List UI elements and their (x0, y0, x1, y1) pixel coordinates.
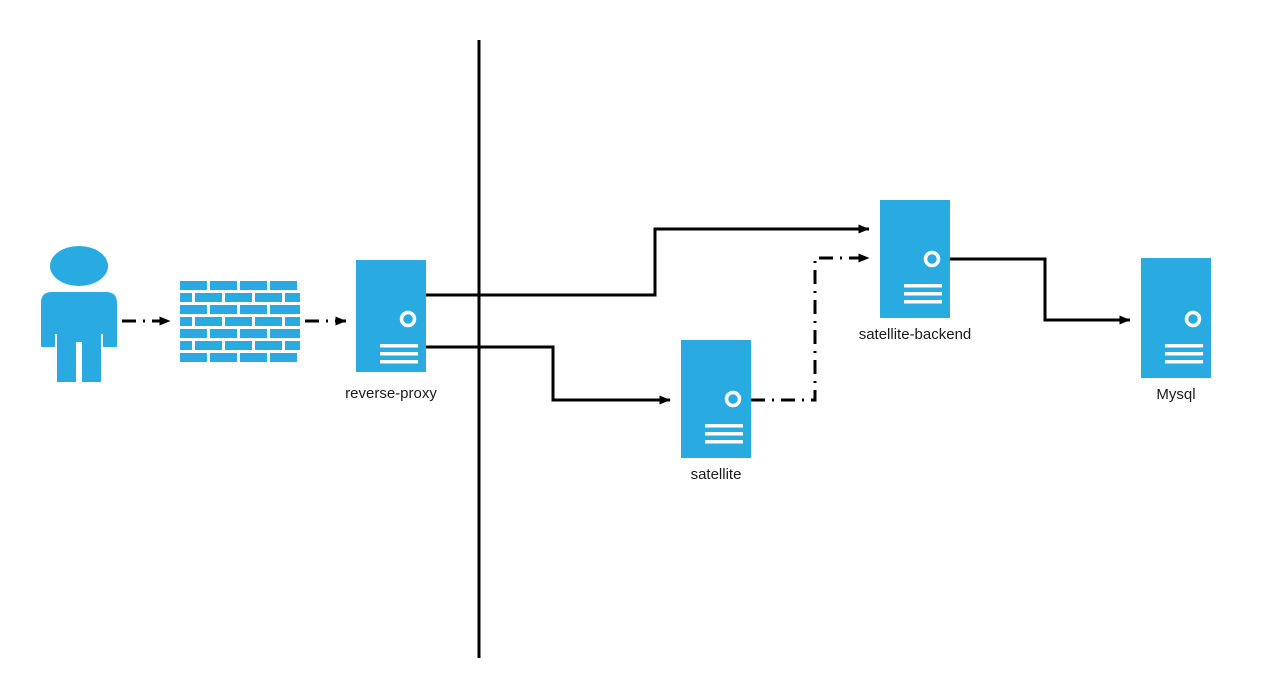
brick (285, 293, 300, 302)
brick (210, 305, 237, 314)
server-indicator-icon (923, 250, 941, 268)
server-bar-icon (1165, 344, 1203, 348)
brick (240, 353, 267, 362)
server-bar-icon (380, 344, 418, 348)
brick (270, 329, 300, 338)
brick (225, 341, 252, 350)
brick (180, 329, 207, 338)
brick (285, 317, 300, 326)
server-bar-icon (705, 440, 743, 444)
brick (180, 317, 192, 326)
brick (255, 341, 282, 350)
actor-torso-icon (55, 292, 103, 334)
server-bar-icon (1165, 360, 1203, 364)
brick (180, 281, 207, 290)
server-bar-icon (705, 424, 743, 428)
brick (180, 341, 192, 350)
server-bar-icon (380, 352, 418, 356)
edge-satellite-backend-to-mysql (950, 257, 1131, 325)
node-reverse-proxy[interactable]: reverse-proxy (345, 260, 437, 402)
edge-reverse-proxy-to-satellite-backend (426, 224, 870, 297)
brick (180, 305, 207, 314)
brick (225, 317, 252, 326)
brick (225, 293, 252, 302)
brick (210, 329, 237, 338)
brick (210, 281, 237, 290)
node-label-satellite-backend: satellite-backend (859, 326, 972, 343)
brick (180, 353, 207, 362)
server-indicator-icon (399, 310, 417, 328)
node-mysql[interactable]: Mysql (1141, 258, 1211, 403)
server-bar-icon (904, 284, 942, 288)
server-bar-icon (904, 300, 942, 304)
server-bar-icon (904, 292, 942, 296)
brick (195, 341, 222, 350)
node-satellite-backend[interactable]: satellite-backend (859, 200, 972, 343)
brick (285, 341, 300, 350)
brick (270, 281, 297, 290)
brick (270, 353, 297, 362)
node-label-reverse-proxy: reverse-proxy (345, 385, 437, 402)
brick (180, 293, 192, 302)
node-label-satellite: satellite (691, 466, 742, 483)
server-bar-icon (380, 360, 418, 364)
actor-leg-right-icon (82, 330, 101, 382)
brick (240, 329, 267, 338)
brick (255, 293, 282, 302)
brick (255, 317, 282, 326)
edge-satellite-to-satellite-backend (751, 253, 870, 402)
node-user[interactable] (41, 246, 117, 382)
brick (195, 293, 222, 302)
edge-reverse-proxy-to-satellite (426, 345, 671, 405)
actor-hips-icon (57, 330, 101, 342)
actor-leg-left-icon (57, 330, 76, 382)
brick (210, 353, 237, 362)
server-bar-icon (705, 432, 743, 436)
brick (195, 317, 222, 326)
node-label-mysql: Mysql (1156, 386, 1195, 403)
brick (270, 305, 300, 314)
brick (240, 305, 267, 314)
actor-head-icon (50, 246, 108, 286)
server-bar-icon (1165, 352, 1203, 356)
server-indicator-icon (1184, 310, 1202, 328)
brick (240, 281, 267, 290)
node-satellite[interactable]: satellite (681, 340, 751, 483)
server-indicator-icon (724, 390, 742, 408)
node-firewall[interactable] (180, 281, 300, 362)
